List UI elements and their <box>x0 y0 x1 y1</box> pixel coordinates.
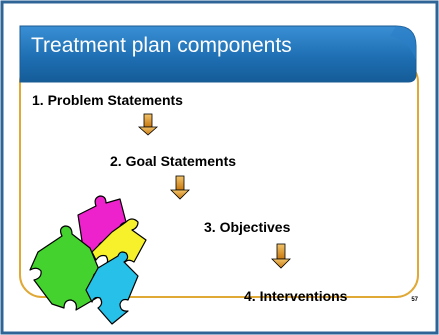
page-number: 57 <box>411 297 418 303</box>
arrow-down-icon <box>170 175 190 200</box>
title-bar-curl <box>390 26 416 60</box>
slide-title: Treatment plan components <box>31 34 292 57</box>
step-goal-statements: 2. Goal Statements <box>110 153 237 169</box>
step-problem-statements: 1. Problem Statements <box>32 92 183 108</box>
step-interventions: 4. Interventions <box>244 288 348 304</box>
puzzle-pieces-icon <box>29 195 147 325</box>
arrow-down-icon <box>271 243 291 269</box>
step-objectives: 3. Objectives <box>204 219 291 235</box>
arrow-down-icon <box>137 113 159 136</box>
